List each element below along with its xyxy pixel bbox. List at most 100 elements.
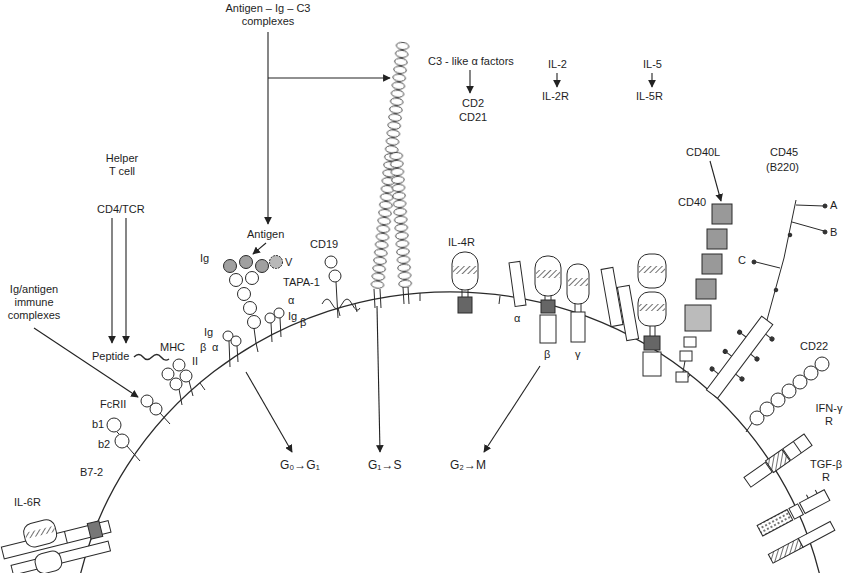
il4-receptor <box>452 252 478 290</box>
label-text: C <box>738 254 746 267</box>
arrow <box>246 372 292 452</box>
cd45 <box>754 356 760 362</box>
label-text: IL-2R <box>542 90 569 103</box>
il5-receptor <box>617 285 638 340</box>
ig-alpha-beta <box>265 313 275 323</box>
cd45 <box>769 336 775 342</box>
label-text: b1 <box>92 418 104 431</box>
label-text: Antigen <box>247 228 284 241</box>
il4-receptor <box>462 290 463 297</box>
arrow <box>469 70 470 93</box>
membrane-tick <box>420 293 421 301</box>
arrow <box>34 328 138 397</box>
membrane-tick <box>355 304 357 312</box>
fcr-ii <box>141 395 170 424</box>
ig-molecule <box>256 260 269 273</box>
label-text: β <box>200 341 206 354</box>
label-text: Ig <box>200 252 209 265</box>
il2-receptor <box>575 304 576 312</box>
il4-receptor <box>458 297 472 313</box>
il5-receptor <box>638 292 666 326</box>
cd45 <box>714 370 719 374</box>
tgf-beta-receptor <box>806 495 808 499</box>
cell-cycle-label: G₂→M <box>450 458 486 472</box>
cd45-stalk <box>752 260 756 264</box>
cd40 <box>676 372 688 382</box>
il6-receptor <box>87 521 103 539</box>
cd19 <box>336 282 338 318</box>
tgf-beta-receptor <box>757 509 793 536</box>
il5-receptor <box>601 254 666 376</box>
tgf-beta-receptor <box>768 522 835 564</box>
label-text: Helper T cell <box>102 152 142 178</box>
il6-receptor <box>22 518 59 549</box>
b7-2 <box>115 434 129 448</box>
label-text: CD19 <box>310 238 338 251</box>
il2-receptor <box>571 312 585 342</box>
label-text: CD40 <box>678 196 706 209</box>
cd45-stalk <box>796 205 824 206</box>
ifn-gamma-receptor <box>743 434 812 488</box>
cd45 <box>741 333 746 337</box>
mhc-ii <box>162 359 193 405</box>
label-text: (B220) <box>766 161 799 174</box>
arrow <box>125 218 126 343</box>
il5-receptor <box>650 326 651 336</box>
tapa1-loop <box>322 299 360 310</box>
cell-cycle-label: G₁→S <box>368 458 401 472</box>
il6-receptor <box>64 531 67 543</box>
label-text: Antigen – Ig – C3 complexes <box>212 2 324 28</box>
il5-receptor <box>639 304 665 311</box>
ifn-gamma-receptor <box>793 441 801 452</box>
cd45 <box>739 376 745 382</box>
il6-receptor <box>33 549 63 573</box>
arrow <box>253 243 266 254</box>
cd45 <box>706 316 772 398</box>
cd45 <box>766 334 771 338</box>
b7-2 <box>117 432 119 434</box>
peptide <box>134 355 169 361</box>
ig-alpha-beta <box>229 341 230 367</box>
ig-alpha-beta <box>223 308 284 367</box>
ig-alpha-beta <box>237 346 238 362</box>
label-text: A <box>830 199 837 212</box>
il5-receptor <box>638 254 666 288</box>
cd45-stalk <box>823 204 827 208</box>
label-text: CD22 <box>800 340 828 353</box>
arrow <box>484 366 540 452</box>
il5-receptor <box>639 266 665 273</box>
il6-receptor <box>25 526 56 539</box>
label-text: V <box>285 256 292 269</box>
ig-molecule <box>224 260 237 273</box>
label-text: α <box>514 312 520 325</box>
tgf-beta-receptor <box>815 490 817 494</box>
cd45 <box>698 310 780 404</box>
label-text: IL-6R <box>14 496 41 509</box>
cd40 <box>696 279 716 299</box>
ig-molecule <box>240 256 253 269</box>
ig-molecule <box>230 274 243 287</box>
il2-receptor <box>551 296 552 300</box>
cd22 <box>746 423 752 432</box>
ig-alpha-beta <box>274 308 284 318</box>
cd45 <box>722 349 728 355</box>
ig-molecule <box>224 256 283 353</box>
transmembrane-line <box>374 289 375 308</box>
label-text: IFN-γ R <box>812 402 846 428</box>
il4-receptor <box>453 266 477 274</box>
membrane-tick <box>200 383 205 390</box>
arrow <box>651 73 652 87</box>
transmembrane-line <box>403 287 404 304</box>
il4-receptor <box>468 290 469 297</box>
il2-receptor <box>509 256 589 343</box>
cd40 <box>712 204 732 224</box>
il5-receptor <box>655 326 656 336</box>
fcr-ii <box>160 413 170 424</box>
cd40 <box>707 229 727 249</box>
arrow <box>34 32 721 452</box>
arrow <box>111 218 112 343</box>
mhc-ii <box>179 389 182 405</box>
tgf-beta-receptor <box>768 538 803 563</box>
